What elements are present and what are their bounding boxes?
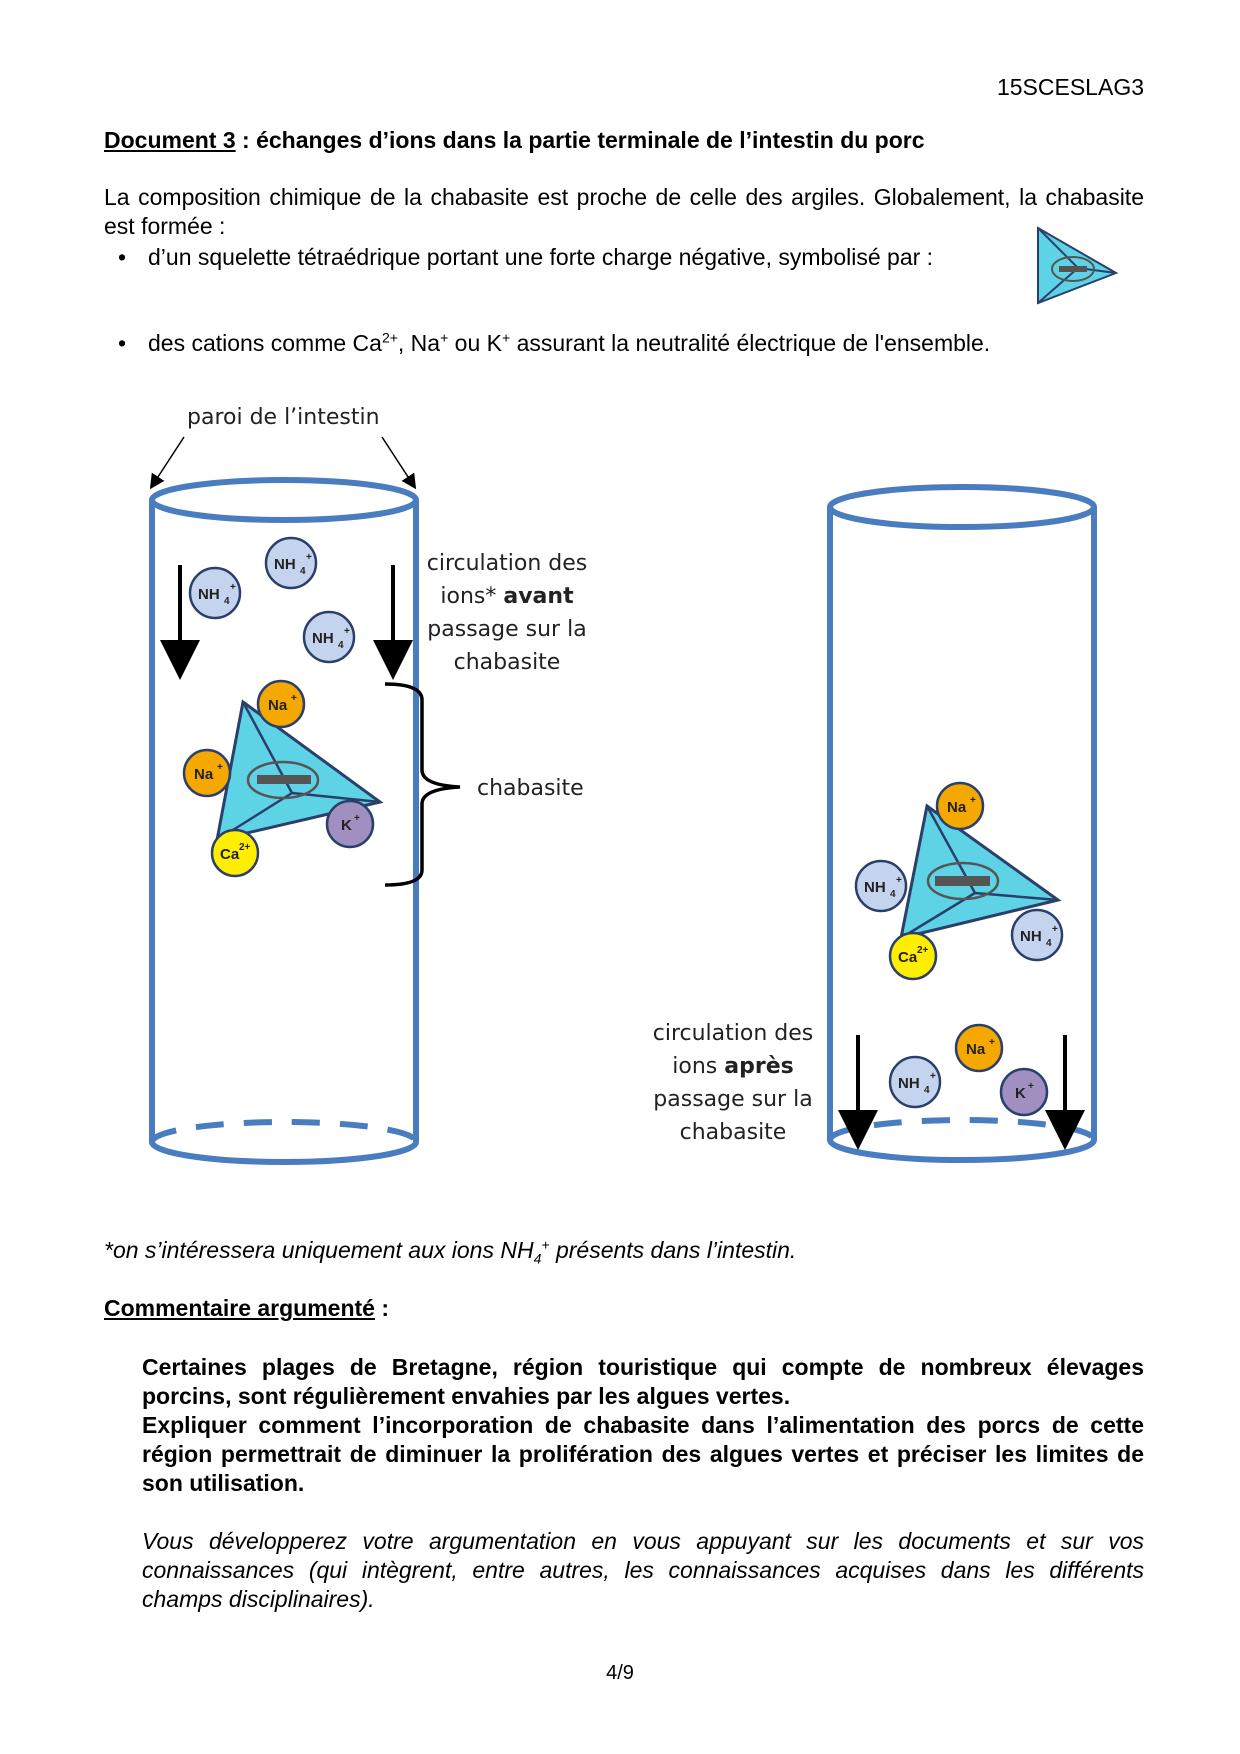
chabasite-label: chabasite [477,776,584,801]
na-ion: Na+ [954,1023,1004,1073]
k-ion: K+ [325,799,375,849]
task-question: Expliquer comment l’incorporation de cha… [142,1412,1144,1496]
nh4-ion: NH 4+ [264,536,318,590]
exam-code: 15SCESLAG3 [996,74,1144,100]
svg-text:NH: NH [898,1075,920,1092]
svg-text:+: + [1028,1081,1034,1092]
left-intestine-tube [149,477,419,1165]
commentary-title-suffix: : [374,1295,390,1321]
na-charge: + [440,329,449,346]
svg-text:Na: Na [966,1041,986,1058]
svg-text:NH: NH [274,556,296,573]
bullet-cations-text-3: ou K [448,330,502,356]
svg-text:chabasite: chabasite [680,1120,787,1145]
before-circulation-label: circulation des ions* avant passage sur … [427,551,588,675]
svg-text:4: 4 [300,566,306,577]
svg-text:+: + [344,626,350,637]
svg-text:Ca: Ca [898,949,918,966]
svg-text:+: + [230,582,236,593]
svg-text:NH: NH [312,630,334,647]
svg-text:Ca: Ca [220,846,240,863]
k-charge: + [502,329,511,346]
chabasite-brace [384,682,461,887]
chabasite-tetrahedron-right [899,803,1062,941]
after-circulation-label: circulation des ions après passage sur l… [653,1021,814,1145]
commentary-task: Certaines plages de Bretagne, région tou… [142,1353,1144,1498]
svg-text:+: + [217,762,223,773]
svg-text:+: + [896,875,902,886]
svg-text:4: 4 [890,889,896,900]
intro-paragraph: La composition chimique de la chabasite … [104,184,1144,239]
svg-text:ions* avant: ions* avant [440,584,574,609]
svg-text:circulation des: circulation des [427,551,588,576]
task-context: Certaines plages de Bretagne, région tou… [142,1354,1144,1409]
svg-text:passage sur la: passage sur la [653,1087,812,1112]
nh4-ion: NH 4+ [1010,908,1064,962]
svg-text:passage sur la: passage sur la [427,617,586,642]
svg-text:+: + [1052,924,1058,935]
footnote: *on s’intéressera uniquement aux ions NH… [104,1236,797,1267]
bullet-cations: •des cations comme Ca2+, Na+ ou K+ assur… [118,330,990,357]
commentary-title-text: Commentaire argumenté [104,1295,375,1321]
wall-arrow-left [149,436,185,490]
wall-label: paroi de l’intestin [187,405,380,430]
footnote-sup: + [541,1236,550,1253]
svg-text:2+: 2+ [239,842,251,853]
document-title-text: : échanges d’ions dans la partie termina… [235,127,925,153]
svg-text:NH: NH [1020,928,1042,945]
svg-text:+: + [354,813,360,824]
footnote-sub: 4 [533,1250,542,1267]
footnote-text-1: *on s’intéressera uniquement aux ions NH [104,1237,534,1263]
nh4-ion: NH 4+ [854,859,908,913]
footnote-text-2: présents dans l’intestin. [549,1237,797,1263]
page-number: 4/9 [606,1662,634,1684]
svg-text:4: 4 [338,640,344,651]
commentary-title: Commentaire argumenté : [104,1295,389,1322]
svg-text:K: K [1015,1085,1026,1102]
svg-text:4: 4 [924,1085,930,1096]
svg-text:K: K [341,817,352,834]
document-title: Document 3 : échanges d’ions dans la par… [104,127,925,154]
bullet-cations-text-2: , Na [397,330,441,356]
svg-text:chabasite: chabasite [454,650,561,675]
svg-text:Na: Na [194,766,214,783]
svg-text:2+: 2+ [917,945,929,956]
svg-text:+: + [306,552,312,563]
nh4-ion: NH 4+ [302,610,356,664]
bullet-skeleton: • d’un squelette tétraédrique portant une… [118,244,933,271]
svg-text:4: 4 [224,596,230,607]
bullet-cations-text-4: assurant la neutralité électrique de l'e… [510,330,991,356]
bullet-dot: • [118,330,127,356]
svg-text:NH: NH [864,879,886,896]
svg-text:+: + [930,1071,936,1082]
bullet-dot: • [118,244,127,270]
nh4-ion: NH 4+ [188,566,242,620]
svg-text:+: + [989,1037,995,1048]
svg-text:ions après: ions après [672,1054,793,1079]
tetrahedron-symbol-icon [1037,226,1119,305]
svg-text:NH: NH [198,586,220,603]
na-ion: Na+ [256,679,306,729]
bullet-skeleton-text: d’un squelette tétraédrique portant une … [148,244,934,270]
na-ion: Na+ [935,781,985,831]
svg-text:circulation des: circulation des [653,1021,814,1046]
svg-text:Na: Na [268,697,288,714]
nh4-ion: NH 4+ [888,1055,942,1109]
na-ion: Na+ [182,748,232,798]
k-ion: K+ [999,1067,1049,1117]
bullet-cations-text-1: des cations comme Ca [148,330,382,356]
ca-charge: 2+ [381,329,398,346]
svg-text:Na: Na [947,799,967,816]
svg-text:+: + [291,693,297,704]
document-label: Document 3 [104,127,236,153]
commentary-instructions: Vous développerez votre argumentation en… [142,1528,1144,1612]
wall-arrow-right [381,436,417,490]
svg-text:+: + [970,795,976,806]
svg-text:4: 4 [1046,938,1052,949]
